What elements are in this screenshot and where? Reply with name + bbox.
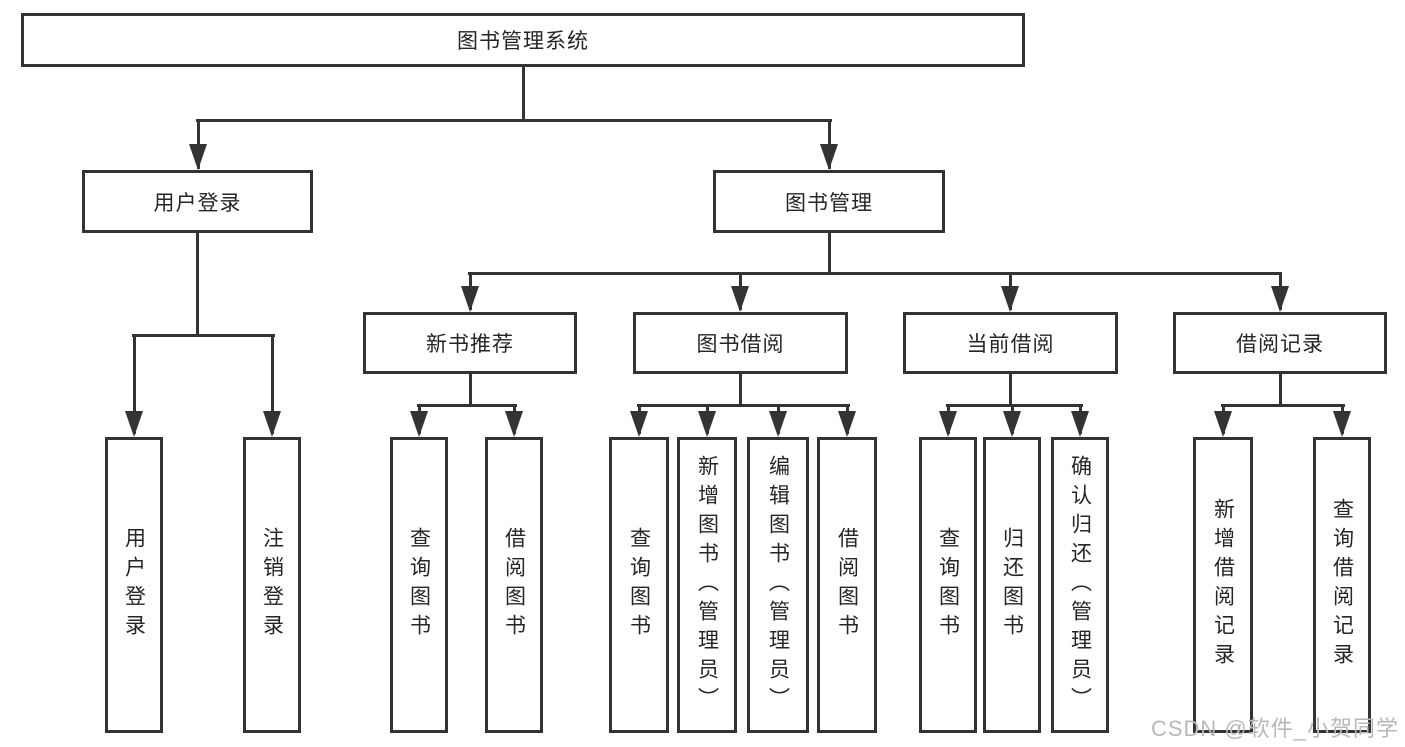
arrowhead-down-icon [1003,411,1021,437]
leaf-user-login-label: 用户登录 [122,527,146,643]
node-borrow-records-label: 借阅记录 [1236,333,1324,356]
node-book-borrow-label: 图书借阅 [696,333,785,356]
leaf-query-books-borrow: 查询图书 [609,437,669,733]
leaf-add-books-admin: 新增图书（管理员） [677,437,737,733]
arrowhead-down-icon [189,144,207,170]
leaf-query-books-recommend-label: 查询图书 [407,527,431,643]
node-user-login-label: 用户登录 [153,191,242,215]
node-borrow-records: 借阅记录 [1173,312,1387,374]
csdn-watermark: CSDN @软件_小贺同学 [1150,716,1399,741]
connector-vline [1009,373,1012,407]
arrowhead-down-icon [630,411,648,437]
connector-vline [1279,373,1282,407]
connector-vline [133,334,136,434]
connector-vline [196,233,199,336]
leaf-query-books-recommend: 查询图书 [390,437,448,733]
node-new-book-recommend-label: 新书推荐 [426,333,514,356]
connector-hline [196,119,832,122]
node-book-management: 图书管理 [713,170,945,233]
node-book-management-label: 图书管理 [785,191,873,215]
leaf-confirm-return-admin: 确认归还（管理员） [1051,437,1109,733]
arrowhead-down-icon [731,286,749,312]
arrowhead-down-icon [838,411,856,437]
node-current-borrow-label: 当前借阅 [966,333,1055,356]
leaf-return-books: 归还图书 [983,437,1041,733]
leaf-borrow-books-recommend: 借阅图书 [485,437,543,733]
leaf-edit-books-admin-label: 编辑图书（管理员） [766,454,790,716]
leaf-query-books-current-label: 查询图书 [936,527,960,643]
connector-vline [271,334,274,434]
connector-vline [739,373,742,407]
node-root-system: 图书管理系统 [21,13,1025,67]
leaf-query-borrow-record: 查询借阅记录 [1313,437,1371,733]
connector-hline [417,404,517,407]
arrowhead-down-icon [1271,286,1289,312]
leaf-confirm-return-admin-label: 确认归还（管理员） [1068,454,1092,716]
leaf-query-borrow-record-label: 查询借阅记录 [1330,498,1354,672]
connector-hline [637,404,850,407]
arrowhead-down-icon [505,411,523,437]
leaf-return-books-label: 归还图书 [1000,527,1024,643]
leaf-query-books-borrow-label: 查询图书 [627,527,651,643]
leaf-user-login: 用户登录 [105,437,163,733]
node-root-system-label: 图书管理系统 [457,30,589,53]
leaf-add-borrow-record-label: 新增借阅记录 [1211,498,1235,672]
node-new-book-recommend: 新书推荐 [363,312,577,374]
arrowhead-down-icon [1333,411,1351,437]
arrowhead-down-icon [820,144,838,170]
connector-vline [828,233,831,275]
leaf-borrow-books-recommend-label: 借阅图书 [502,527,526,643]
connector-hline [132,334,275,337]
connector-vline [522,66,525,122]
arrowhead-down-icon [410,411,428,437]
leaf-query-books-current: 查询图书 [919,437,977,733]
arrowhead-down-icon [1214,411,1232,437]
leaf-logout: 注销登录 [243,437,301,733]
node-user-login: 用户登录 [82,170,313,233]
connector-hline [1221,404,1345,407]
arrowhead-down-icon [1071,411,1089,437]
leaf-add-borrow-record: 新增借阅记录 [1193,437,1253,733]
arrowhead-down-icon [1001,286,1019,312]
arrowhead-down-icon [461,286,479,312]
leaf-borrow-books: 借阅图书 [817,437,877,733]
arrowhead-down-icon [939,411,957,437]
connector-vline [469,373,472,407]
arrowhead-down-icon [263,411,281,437]
node-current-borrow: 当前借阅 [903,312,1118,374]
arrowhead-down-icon [769,411,787,437]
node-book-borrow: 图书借阅 [633,312,848,374]
leaf-logout-label: 注销登录 [260,527,284,643]
arrowhead-down-icon [125,411,143,437]
connector-hline [468,272,1282,275]
leaf-edit-books-admin: 编辑图书（管理员） [747,437,809,733]
arrowhead-down-icon [698,411,716,437]
leaf-borrow-books-label: 借阅图书 [835,527,859,643]
leaf-add-books-admin-label: 新增图书（管理员） [695,454,719,716]
connector-hline [946,404,1083,407]
